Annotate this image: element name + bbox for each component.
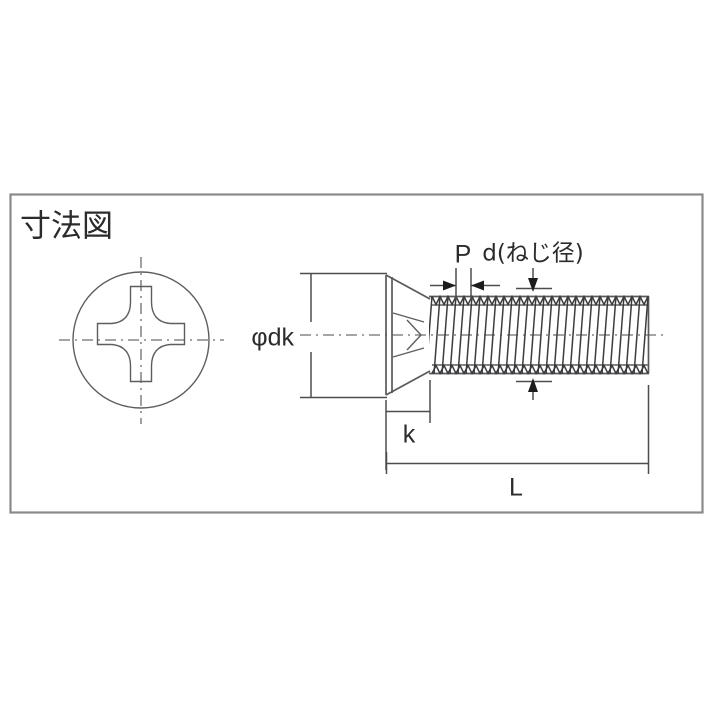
head-taper-lower: [385, 370, 431, 396]
diagram-frame: [9, 193, 704, 514]
dimension-length: L: [385, 385, 650, 502]
dimension-thread-diameter: d(ねじ径): [482, 241, 584, 400]
dimension-phi-dk: φdk: [251, 272, 387, 399]
head-outline-circle: [72, 271, 210, 409]
page-title: 寸法図: [20, 209, 113, 245]
side-view-group: [300, 274, 668, 396]
thread-root-notches: [431, 294, 649, 376]
pitch-arrow-left: [443, 280, 456, 291]
thread-helix-lines: [429, 295, 649, 375]
recess-line-upper: [392, 312, 425, 323]
d-arrow-top: [528, 278, 538, 292]
recess-line-lower: [392, 347, 425, 358]
d-arrow-bottom: [528, 378, 538, 392]
pitch-label: P: [455, 241, 472, 269]
top-view-group: [59, 257, 224, 424]
dimension-pitch: P: [430, 241, 500, 300]
recess-vee-projection: [406, 319, 422, 351]
phillips-cross-recess: [96, 285, 186, 383]
length-label: L: [509, 474, 523, 502]
phi-dk-label: φdk: [251, 324, 294, 352]
head-height-label: k: [403, 421, 416, 449]
thread-diameter-label: d(ねじ径): [482, 241, 584, 267]
pitch-arrow-right: [471, 280, 484, 291]
head-taper-upper: [385, 274, 431, 300]
